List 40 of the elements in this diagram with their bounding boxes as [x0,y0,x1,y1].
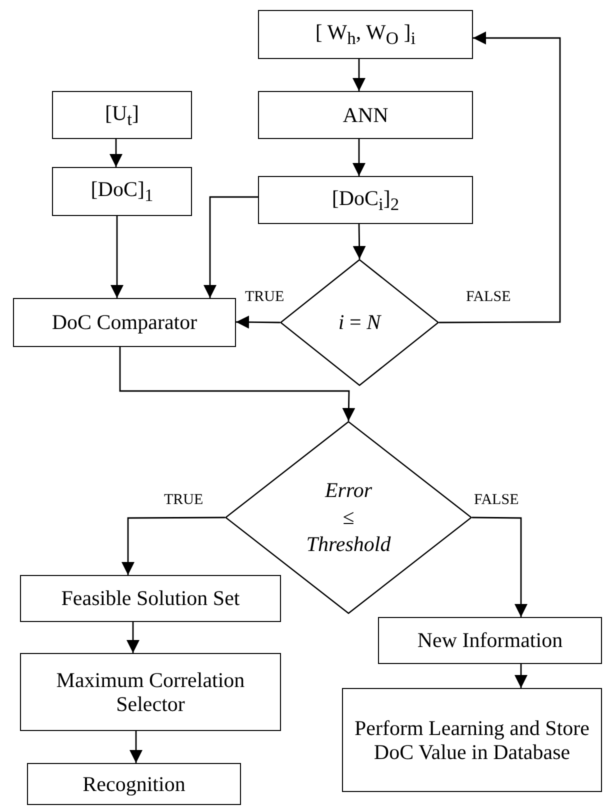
arrow [130,731,142,763]
arrow [352,139,366,176]
node-text: [DoC$_{i}$]$_{2}$ [330,186,400,214]
process-box [52,91,192,139]
arrow [514,664,528,688]
node-text: Maximum Correlation Selector [55,668,246,716]
arrow [119,347,356,422]
process-box [258,10,473,59]
process-box [27,763,241,805]
node-text: DoC Comparator [50,310,198,335]
process-box [342,688,602,792]
node-text: Feasible Solution Set [60,586,241,611]
arrow [204,196,258,298]
node-text: [U$_{t}$] [104,100,140,130]
process-box [258,91,473,139]
arrow [352,224,366,259]
process-box [20,575,281,622]
node-text: Perform Learning and Store DoC Value in Database [353,716,590,764]
node-text: ≤ [342,504,356,531]
node-text: [ W$_{h}$, W$_{O}$ ]$_{i}$ [314,20,417,49]
arrow [352,59,366,91]
node-text: i = N [337,308,382,336]
node-text: Error [324,476,374,504]
arrow [439,32,561,324]
node-text: Threshold [305,531,392,558]
process-box [20,653,281,731]
arrow [110,139,122,167]
node-text: ANN [342,102,390,128]
process-box [258,176,473,224]
node-text: [DoC]$_{1}$ [90,177,154,206]
arrow [122,516,225,575]
process-box [52,167,192,216]
arrow [472,516,528,617]
node-text: New Information [416,628,564,653]
arrow [236,316,280,329]
process-box [378,617,602,664]
process-box [13,298,236,347]
arrow [126,622,140,653]
node-text: Recognition [82,772,186,796]
arrow [110,216,124,298]
